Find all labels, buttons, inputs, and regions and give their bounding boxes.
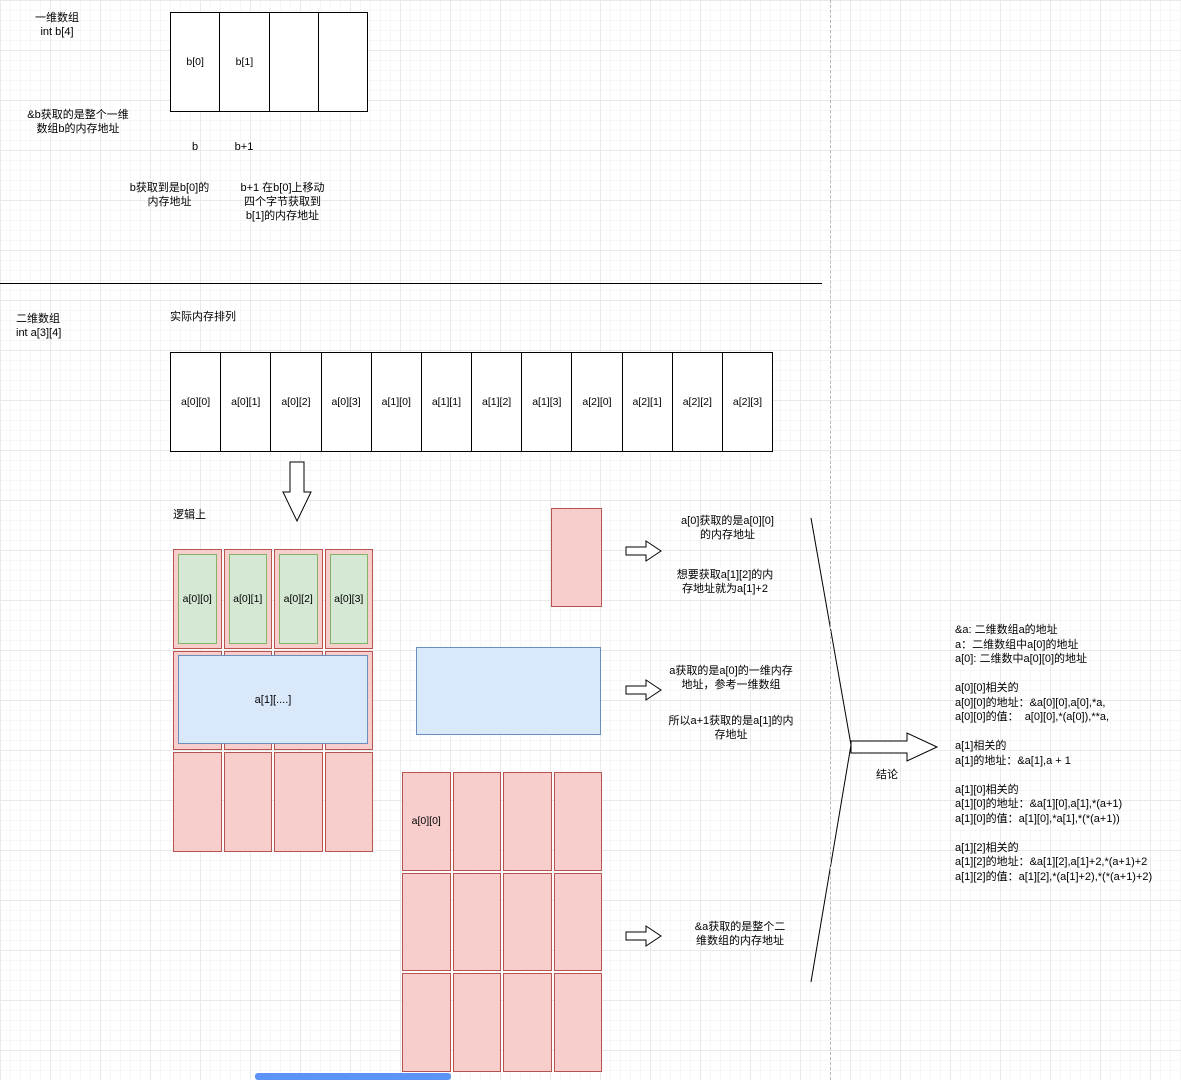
down-arrow[interactable] — [282, 461, 312, 523]
logical-grid-cell[interactable] — [223, 752, 272, 852]
right-arrow-a0[interactable] — [625, 540, 662, 562]
conclusion-text-block[interactable]: &a: 二维数组a的地址 a：二维数组中a[0]的地址 a[0]: 二维数中a[… — [955, 623, 1152, 884]
big-grid-cell[interactable] — [503, 772, 552, 871]
big-grid-cell[interactable] — [553, 772, 602, 871]
a12-note[interactable]: 想要获取a[1][2]的内 存地址就为a[1]+2 — [676, 569, 774, 595]
memory-array-cell[interactable]: a[2][3] — [732, 396, 763, 408]
b-note[interactable]: b获取到是b[0]的 内存地址 — [129, 182, 210, 208]
big-grid-cell[interactable] — [503, 872, 552, 972]
logical-label[interactable]: 逻辑上 — [173, 509, 206, 521]
memory-array-cell[interactable]: a[2][0] — [572, 353, 623, 451]
memory-array-cell[interactable]: a[1][2] — [472, 353, 523, 451]
logical-green-cell[interactable]: a[0][1] — [228, 554, 267, 644]
logical-grid-cell[interactable] — [274, 752, 323, 852]
conclusion-line — [955, 768, 1152, 783]
big-grid-cell[interactable] — [452, 973, 501, 1072]
logical-green-cell[interactable]: a[0][0] — [178, 554, 217, 644]
conclusion-line: a[0][0]的地址：&a[0][0],a[0],*a, — [955, 696, 1106, 709]
big-grid-cell[interactable]: a[0][0] — [402, 772, 451, 871]
two-d-title[interactable]: 二维数组 int a[3][4] — [16, 313, 62, 339]
big-grid-cell[interactable] — [402, 973, 451, 1072]
a-plus-1-note[interactable]: 所以a+1获取的是a[1]的内 存地址 — [668, 715, 794, 741]
conclusion-line — [955, 826, 1152, 841]
logical-grid-cell[interactable]: a[0][2] — [274, 549, 323, 649]
logical-grid-cell[interactable] — [324, 752, 373, 852]
memory-array-cell[interactable]: a[0][0] — [171, 353, 222, 451]
conclusion-line: a[1][0]的值：a[1][0],*a[1],*(*(a+1)) — [955, 812, 1120, 825]
logical-grid-cell[interactable]: a[0][0] — [173, 549, 222, 649]
b-array[interactable]: b[0] b[1] — [170, 12, 368, 112]
a1-row-rect[interactable]: a[1][....] — [178, 655, 368, 744]
conclusion-line: a：二维数组中a[0]的地址 — [955, 638, 1079, 651]
funnel-line-top[interactable] — [810, 517, 852, 746]
one-d-title[interactable]: 一维数组 int b[4] — [35, 12, 79, 38]
conclusion-line: a[1][2]相关的 — [955, 841, 1019, 854]
conclusion-line: a[1][2]的地址：&a[1][2],a[1]+2,*(a+1)+2 — [955, 856, 1148, 868]
logical-grid[interactable]: a[0][0] a[0][1] a[0][2] a[0][3] a[1][...… — [173, 549, 373, 852]
big-grid-cell[interactable] — [402, 872, 451, 972]
memory-layout-label[interactable]: 实际内存排列 — [170, 311, 236, 323]
b-plus-1-note[interactable]: b+1 在b[0]上移动 四个字节获取到 b[1]的内存地址 — [240, 182, 325, 222]
memory-array-cell[interactable]: a[1][1] — [422, 353, 473, 451]
conclusion-line: a[1][0]相关的 — [955, 783, 1019, 796]
a-note[interactable]: a获取的是a[0]的一维内存 地址，参考一维数组 — [669, 665, 793, 691]
amp-b-note[interactable]: &b获取的是整个一维 数组b的内存地址 — [27, 109, 129, 135]
memory-array-cell[interactable]: a[1][3] — [522, 353, 573, 451]
conclusion-line: a[0][0]相关的 — [955, 682, 1019, 694]
b-array-cell[interactable] — [270, 13, 319, 111]
logical-grid-cell[interactable]: a[0][3] — [324, 549, 373, 649]
memory-array-cell[interactable]: a[0][1] — [221, 353, 272, 451]
a0-cell-rect[interactable] — [551, 508, 602, 607]
a-row-rect[interactable] — [416, 647, 601, 735]
b-array-cell[interactable]: b[0] — [171, 13, 221, 111]
conclusion-line — [955, 667, 1152, 682]
logical-green-cell[interactable]: a[0][3] — [329, 554, 368, 644]
conclusion-label[interactable]: 结论 — [876, 769, 898, 781]
big-grid-cell[interactable] — [553, 872, 602, 972]
conclusion-line: a[1]相关的 — [955, 740, 1007, 752]
conclusion-line: a[1][0]的地址：&a[1][0],a[1],*(a+1) — [955, 798, 1123, 810]
conclusion-line: &a: 二维数组a的地址 — [955, 624, 1058, 636]
conclusion-line: a[0]: 二维数中a[0][0]的地址 — [955, 653, 1088, 665]
big-grid-cell[interactable] — [553, 973, 602, 1072]
big-grid[interactable]: a[0][0] — [402, 772, 602, 1072]
logical-green-cell[interactable]: a[0][2] — [279, 554, 318, 644]
memory-array-cell[interactable]: a[2][2] — [673, 353, 723, 451]
memory-array-cell[interactable]: a[0][2] — [271, 353, 322, 451]
conclusion-line: a[1]的地址：&a[1],a + 1 — [955, 754, 1071, 767]
big-grid-cell[interactable] — [452, 872, 501, 972]
funnel-line-bottom[interactable] — [810, 744, 852, 983]
memory-array-cell[interactable]: a[0][3] — [322, 353, 372, 451]
logical-grid-cell[interactable] — [173, 752, 222, 852]
logical-grid-cell[interactable]: a[0][1] — [223, 549, 272, 649]
amp-a-note[interactable]: &a获取的是整个二 维数组的内存地址 — [694, 921, 786, 947]
b-array-cell[interactable] — [319, 13, 367, 111]
a0-note[interactable]: a[0]获取的是a[0][0] 的内存地址 — [681, 515, 774, 541]
memory-array-cell[interactable]: a[2][1] — [623, 353, 673, 451]
memory-array[interactable]: a[0][0] a[0][1] a[0][2] a[0][3] a[1][0] … — [170, 352, 773, 452]
big-grid-cell[interactable] — [503, 973, 552, 1072]
pointer-label-b-plus-1[interactable]: b+1 — [234, 141, 254, 153]
b-array-cell[interactable]: b[1] — [220, 13, 270, 111]
right-arrow-amp-a[interactable] — [625, 925, 662, 947]
page-break-line — [830, 0, 831, 1080]
memory-array-cell[interactable]: a[1][0] — [372, 353, 422, 451]
pointer-label-b[interactable]: b — [191, 141, 199, 153]
conclusion-line — [955, 725, 1152, 740]
conclusion-arrow[interactable] — [850, 732, 939, 762]
conclusion-line: a[0][0]的值： a[0][0],*(a[0]),**a, — [955, 711, 1110, 723]
big-grid-cell-label: a[0][0] — [411, 815, 441, 828]
horizontal-scrollbar-thumb[interactable] — [255, 1073, 451, 1080]
conclusion-line: a[1][2]的值：a[1][2],*(a[1]+2),*(*(a+1)+2) — [955, 870, 1153, 883]
big-grid-cell[interactable] — [452, 772, 501, 871]
